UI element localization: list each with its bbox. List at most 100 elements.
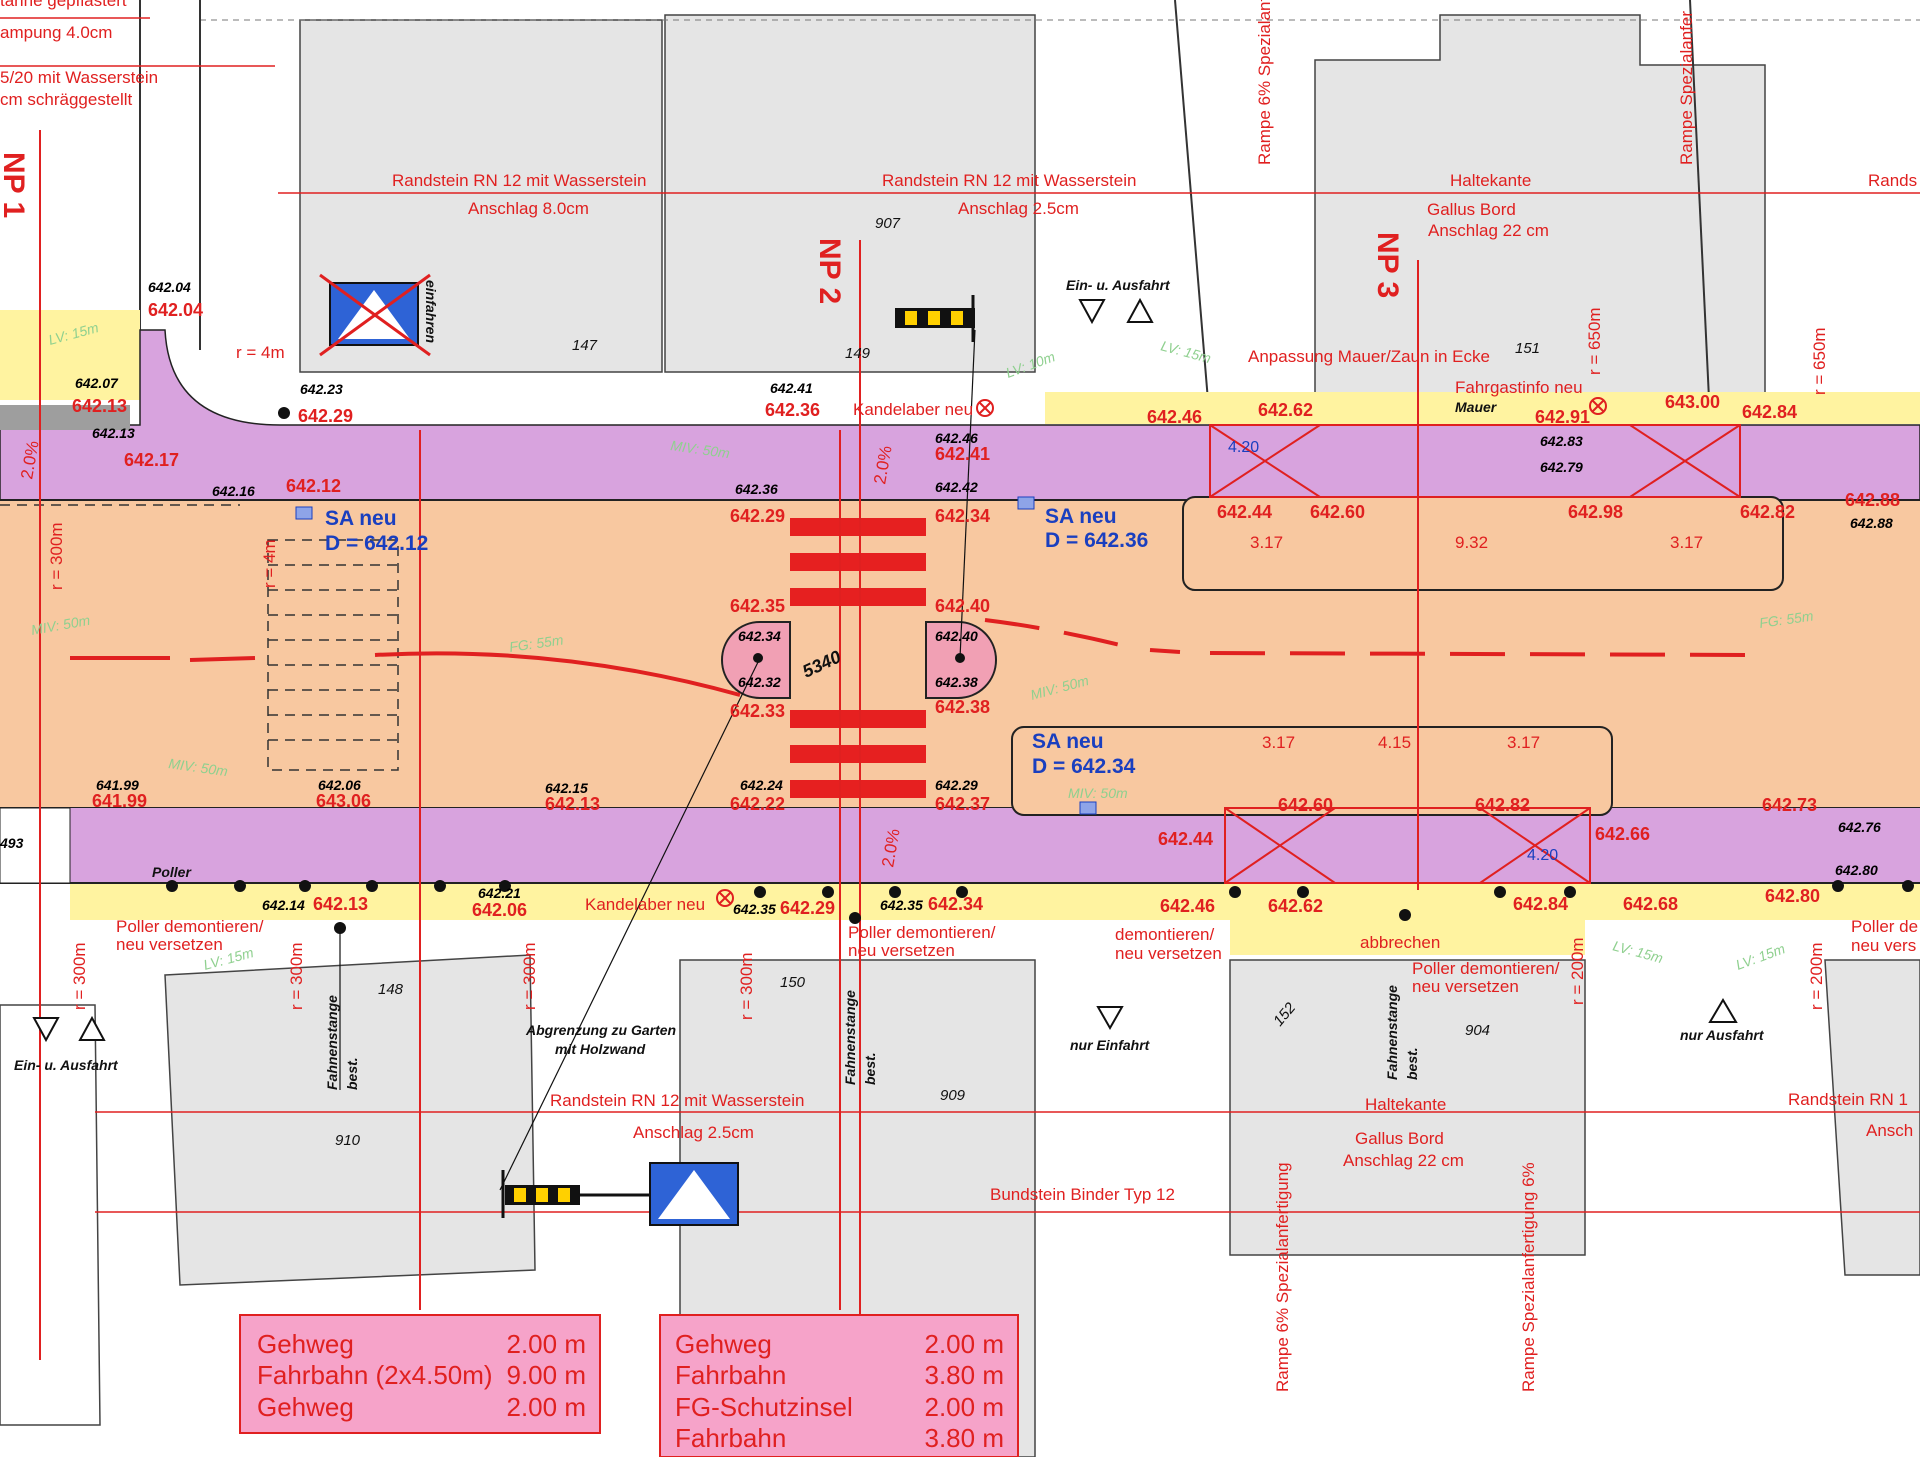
drain-icon	[295, 506, 313, 520]
curb-label: Gallus Bord	[1427, 200, 1516, 219]
svg-text:642.36: 642.36	[735, 481, 778, 497]
svg-text:642.40: 642.40	[935, 596, 990, 616]
dimension-label: 4.15	[1378, 733, 1411, 752]
ramp-label: Rampe 6% Spezialanfertigung	[1273, 1162, 1292, 1392]
radius-label: r = 200m	[1807, 942, 1826, 1010]
note-poller: Poller de	[1851, 917, 1918, 936]
dimension-label: 3.17	[1670, 533, 1703, 552]
note-kandelaber: Kandelaber neu	[853, 400, 973, 419]
note-fragment: tanne gepflastert	[0, 0, 127, 10]
svg-text:642.82: 642.82	[1475, 795, 1530, 815]
svg-text:642.88: 642.88	[1850, 515, 1893, 531]
svg-text:642.46: 642.46	[1147, 407, 1202, 427]
note-mauer: Mauer	[1455, 399, 1498, 415]
ramp-label: Rampe 6% Spezialanf	[1255, 0, 1274, 165]
sight-label: MIV: 50m	[1068, 785, 1128, 801]
radius-label: r = 300m	[520, 942, 539, 1010]
note-poller: neu versetzen	[1115, 944, 1222, 963]
zebra-crossing	[790, 518, 926, 798]
svg-text:642.15: 642.15	[545, 780, 588, 796]
svg-text:642.68: 642.68	[1623, 894, 1678, 914]
svg-text:642.33: 642.33	[730, 701, 785, 721]
svg-text:642.13: 642.13	[313, 894, 368, 914]
svg-text:642.40: 642.40	[935, 628, 978, 644]
parcel-number: 148	[378, 981, 404, 998]
crosswalk-sign-top	[319, 273, 431, 357]
curb-label: Anschlag 8.0cm	[468, 199, 589, 218]
center-line-left	[70, 651, 741, 697]
note-poller: neu versetzen	[1412, 977, 1519, 996]
svg-text:643.06: 643.06	[316, 791, 371, 811]
svg-text:642.79: 642.79	[1540, 459, 1583, 475]
svg-text:642.34: 642.34	[935, 506, 990, 526]
note-fahnenstange: Fahnenstange	[842, 990, 858, 1085]
parcel-line	[1174, 0, 1211, 426]
dimension-label: 4.20	[1228, 439, 1259, 456]
note-fragment: 5/20 mit Wasserstein	[0, 68, 158, 87]
note-einfahrt: nur Einfahrt	[1070, 1037, 1151, 1053]
sight-label: FG: 55m	[1758, 608, 1814, 631]
drain-icon	[1079, 801, 1097, 815]
note-einausfahrt: Ein- u. Ausfahrt	[14, 1057, 119, 1073]
dimension-label: 3.17	[1250, 533, 1283, 552]
note-poller: neu versetzen	[848, 941, 955, 960]
section-np3: NP 3	[1371, 232, 1404, 298]
svg-text:642.17: 642.17	[124, 450, 179, 470]
dimension-label: 3.17	[1262, 733, 1295, 752]
yellow-area	[1230, 890, 1585, 955]
summary-right-rows: Gehweg 2.00 m Fahrbahn 3.80 m FG-Schutzi…	[675, 1329, 1004, 1453]
lamp-symbols	[716, 397, 1607, 907]
svg-text:642.80: 642.80	[1835, 862, 1878, 878]
radius-label: r = 300m	[47, 522, 66, 590]
svg-text:642.35: 642.35	[730, 596, 785, 616]
svg-text:642.16: 642.16	[212, 483, 255, 499]
svg-text:642.13: 642.13	[545, 794, 600, 814]
svg-text:642.46: 642.46	[1160, 896, 1215, 916]
svg-text:642.22: 642.22	[730, 794, 785, 814]
svg-text:642.88: 642.88	[1845, 490, 1900, 510]
parcel-number: 907	[875, 215, 901, 232]
ramp-label: Rampe Spezialanfertigung 6%	[1519, 1162, 1538, 1392]
section-np2: NP 2	[813, 238, 846, 304]
svg-text:642.23: 642.23	[300, 381, 343, 397]
svg-text:642.60: 642.60	[1278, 795, 1333, 815]
note-fahrgastinfo: Fahrgastinfo neu	[1455, 378, 1583, 397]
gray-strip	[0, 405, 130, 430]
summary-box-right	[659, 1314, 1019, 1457]
note-fahnenstange: best.	[1404, 1047, 1420, 1080]
svg-text:642.91: 642.91	[1535, 407, 1590, 427]
note-fahnenstange: best.	[344, 1057, 360, 1090]
svg-text:642.04: 642.04	[148, 279, 191, 295]
summary-label: Gehweg	[675, 1329, 772, 1359]
curb-label: Rands	[1868, 171, 1917, 190]
summary-value: 3.80 m	[925, 1360, 1005, 1390]
svg-text:642.66: 642.66	[1595, 824, 1650, 844]
leader-lines	[339, 329, 976, 1191]
dimension-label: 4.20	[1527, 847, 1558, 864]
svg-text:642.41: 642.41	[770, 380, 813, 396]
summary-value: 3.80 m	[925, 1423, 1005, 1453]
summary-value: 2.00 m	[507, 1392, 587, 1422]
svg-text:642.32: 642.32	[738, 674, 781, 690]
svg-text:642.29: 642.29	[780, 898, 835, 918]
summary-value: 9.00 m	[507, 1360, 587, 1390]
svg-text:642.46: 642.46	[935, 430, 978, 446]
note-kandelaber: Kandelaber neu	[585, 895, 705, 914]
bollards	[166, 407, 1914, 934]
svg-text:643.00: 643.00	[1665, 392, 1720, 412]
svg-text:642.42: 642.42	[935, 479, 978, 495]
note-poller: neu versetzen	[116, 935, 223, 954]
bus-stop-hatch	[1209, 424, 1741, 884]
summary-value: 2.00 m	[925, 1392, 1005, 1422]
triangle-symbols	[32, 297, 1738, 1043]
summary-label: Gehweg	[257, 1392, 354, 1422]
note-abgrenzung: mit Holzwand	[555, 1041, 646, 1057]
radius-label: r = 200m	[1568, 937, 1587, 1005]
drain-label: SA neu	[1032, 730, 1104, 753]
yellow-area	[0, 310, 140, 400]
note-poller: neu vers	[1851, 936, 1916, 955]
svg-text:642.07: 642.07	[75, 375, 119, 391]
summary-label: Fahrbahn	[675, 1423, 786, 1453]
radius-label: r = 4m	[236, 343, 285, 362]
building-left	[0, 1004, 101, 1426]
